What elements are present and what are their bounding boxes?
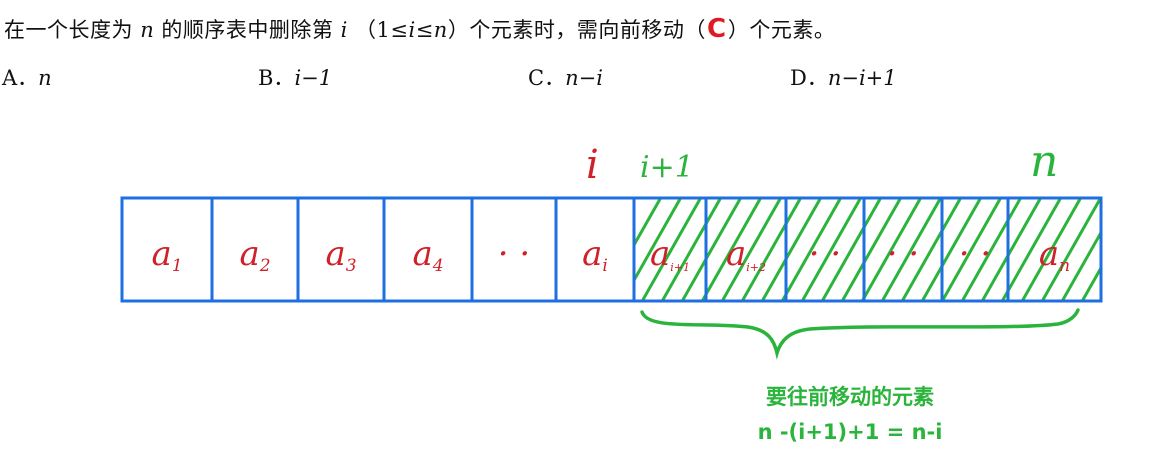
sequence-outline xyxy=(120,196,1103,303)
hatch-stroke xyxy=(1140,192,1149,305)
question-var-i: i xyxy=(340,18,348,42)
cell-2-label: a2 xyxy=(239,234,270,276)
hatch-stroke xyxy=(900,198,963,301)
sequence-cells: a1 a2 a3 a4 · · ai ai+1 ai+2 · · · · · · an xyxy=(120,196,1103,303)
hatch-stroke xyxy=(920,198,983,301)
question-var-i2: i xyxy=(408,18,416,42)
hatch-stroke xyxy=(740,198,803,301)
hatch-stroke xyxy=(1040,198,1101,301)
option-a: A．n xyxy=(2,62,52,92)
option-b: B．i−1 xyxy=(258,62,332,92)
hatch-stroke xyxy=(1080,264,1101,301)
question-var-n2: n xyxy=(433,18,448,42)
curly-brace xyxy=(640,308,1080,360)
question-text: 在一个长度为 n 的顺序表中删除第 i （1≤i≤n）个元素时，需向前移动（C）… xyxy=(4,14,835,44)
cell-1-subscript: 1 xyxy=(172,256,183,276)
option-b-value: i−1 xyxy=(294,66,333,90)
option-a-value: n xyxy=(38,66,52,90)
cell-2-subscript: 2 xyxy=(259,256,271,276)
cell-6-label: ai xyxy=(582,234,608,276)
cell-4-subscript: 4 xyxy=(432,256,444,276)
cell-3-subscript: 3 xyxy=(346,256,357,276)
hatch-stroke xyxy=(860,198,923,301)
hatch-stroke xyxy=(800,198,863,301)
option-c-letter: C． xyxy=(528,66,566,90)
hatch-stroke xyxy=(1060,229,1101,301)
cell-1-label: a1 xyxy=(151,234,182,276)
cell-11-label: · · xyxy=(959,234,991,274)
hatch-stroke xyxy=(634,198,683,284)
hatch-stroke xyxy=(680,198,743,301)
hatch-stroke xyxy=(940,198,1003,301)
option-c-value: n−i xyxy=(565,66,603,90)
hatch-stroke xyxy=(720,198,783,301)
question-var-n: n xyxy=(140,18,155,42)
option-d-value: n−i+1 xyxy=(827,66,897,90)
question-part3: （1≤ xyxy=(355,18,409,42)
cell-7-label: ai+1 xyxy=(650,234,690,274)
hatched-region xyxy=(634,192,1149,305)
cell-4-label: a4 xyxy=(412,234,443,276)
cell-12-subscript: n xyxy=(1059,256,1070,276)
cell-3-label: a3 xyxy=(325,234,356,276)
label-i-plus-1: i+1 xyxy=(640,150,694,185)
option-c: C．n−i xyxy=(528,62,603,92)
hatch-stroke xyxy=(1120,192,1149,305)
option-b-letter: B． xyxy=(258,66,295,90)
option-d: D．n−i+1 xyxy=(790,62,897,92)
label-i: i xyxy=(586,142,599,188)
hatch-stroke xyxy=(660,198,723,301)
hatch-stroke xyxy=(840,198,903,301)
cell-8-subscript: i+2 xyxy=(746,261,766,274)
hatch-stroke xyxy=(634,198,663,249)
cell-8-label: ai+2 xyxy=(726,234,766,274)
question-part5: ）个元素时，需向前移动（ xyxy=(447,18,706,42)
question-part4: ≤ xyxy=(415,18,434,42)
cell-9-label: · · xyxy=(809,234,841,274)
hatch-stroke xyxy=(760,198,823,301)
cell-12-label: an xyxy=(1039,234,1070,276)
hatch-stroke xyxy=(880,198,943,301)
question-part6: ）个元素。 xyxy=(727,18,836,42)
cell-7-subscript: i+1 xyxy=(670,261,690,274)
caption-line-1: 要往前移动的元素 xyxy=(766,385,934,409)
hatch-stroke xyxy=(700,198,763,301)
option-d-letter: D． xyxy=(790,66,828,90)
label-n: n xyxy=(1030,136,1058,187)
question-part2: 的顺序表中删除第 xyxy=(161,18,334,42)
cell-5-label: · · xyxy=(498,234,530,274)
caption-line-2: n -(i+1)+1 = n-i xyxy=(757,420,943,444)
hatch-stroke xyxy=(980,198,1043,301)
option-a-letter: A． xyxy=(2,66,39,90)
hatch-stroke xyxy=(1020,198,1083,301)
answer-mark: C xyxy=(707,14,727,44)
cell-10-label: · · xyxy=(887,234,919,274)
cell-6-subscript: i xyxy=(602,256,607,276)
hatch-stroke xyxy=(1000,198,1063,301)
hatch-stroke xyxy=(1100,300,1101,301)
hatch-stroke xyxy=(820,198,883,301)
hatch-stroke xyxy=(960,198,1023,301)
question-part1: 在一个长度为 xyxy=(4,18,133,42)
hatch-stroke xyxy=(640,198,703,301)
hatch-stroke xyxy=(780,198,843,301)
